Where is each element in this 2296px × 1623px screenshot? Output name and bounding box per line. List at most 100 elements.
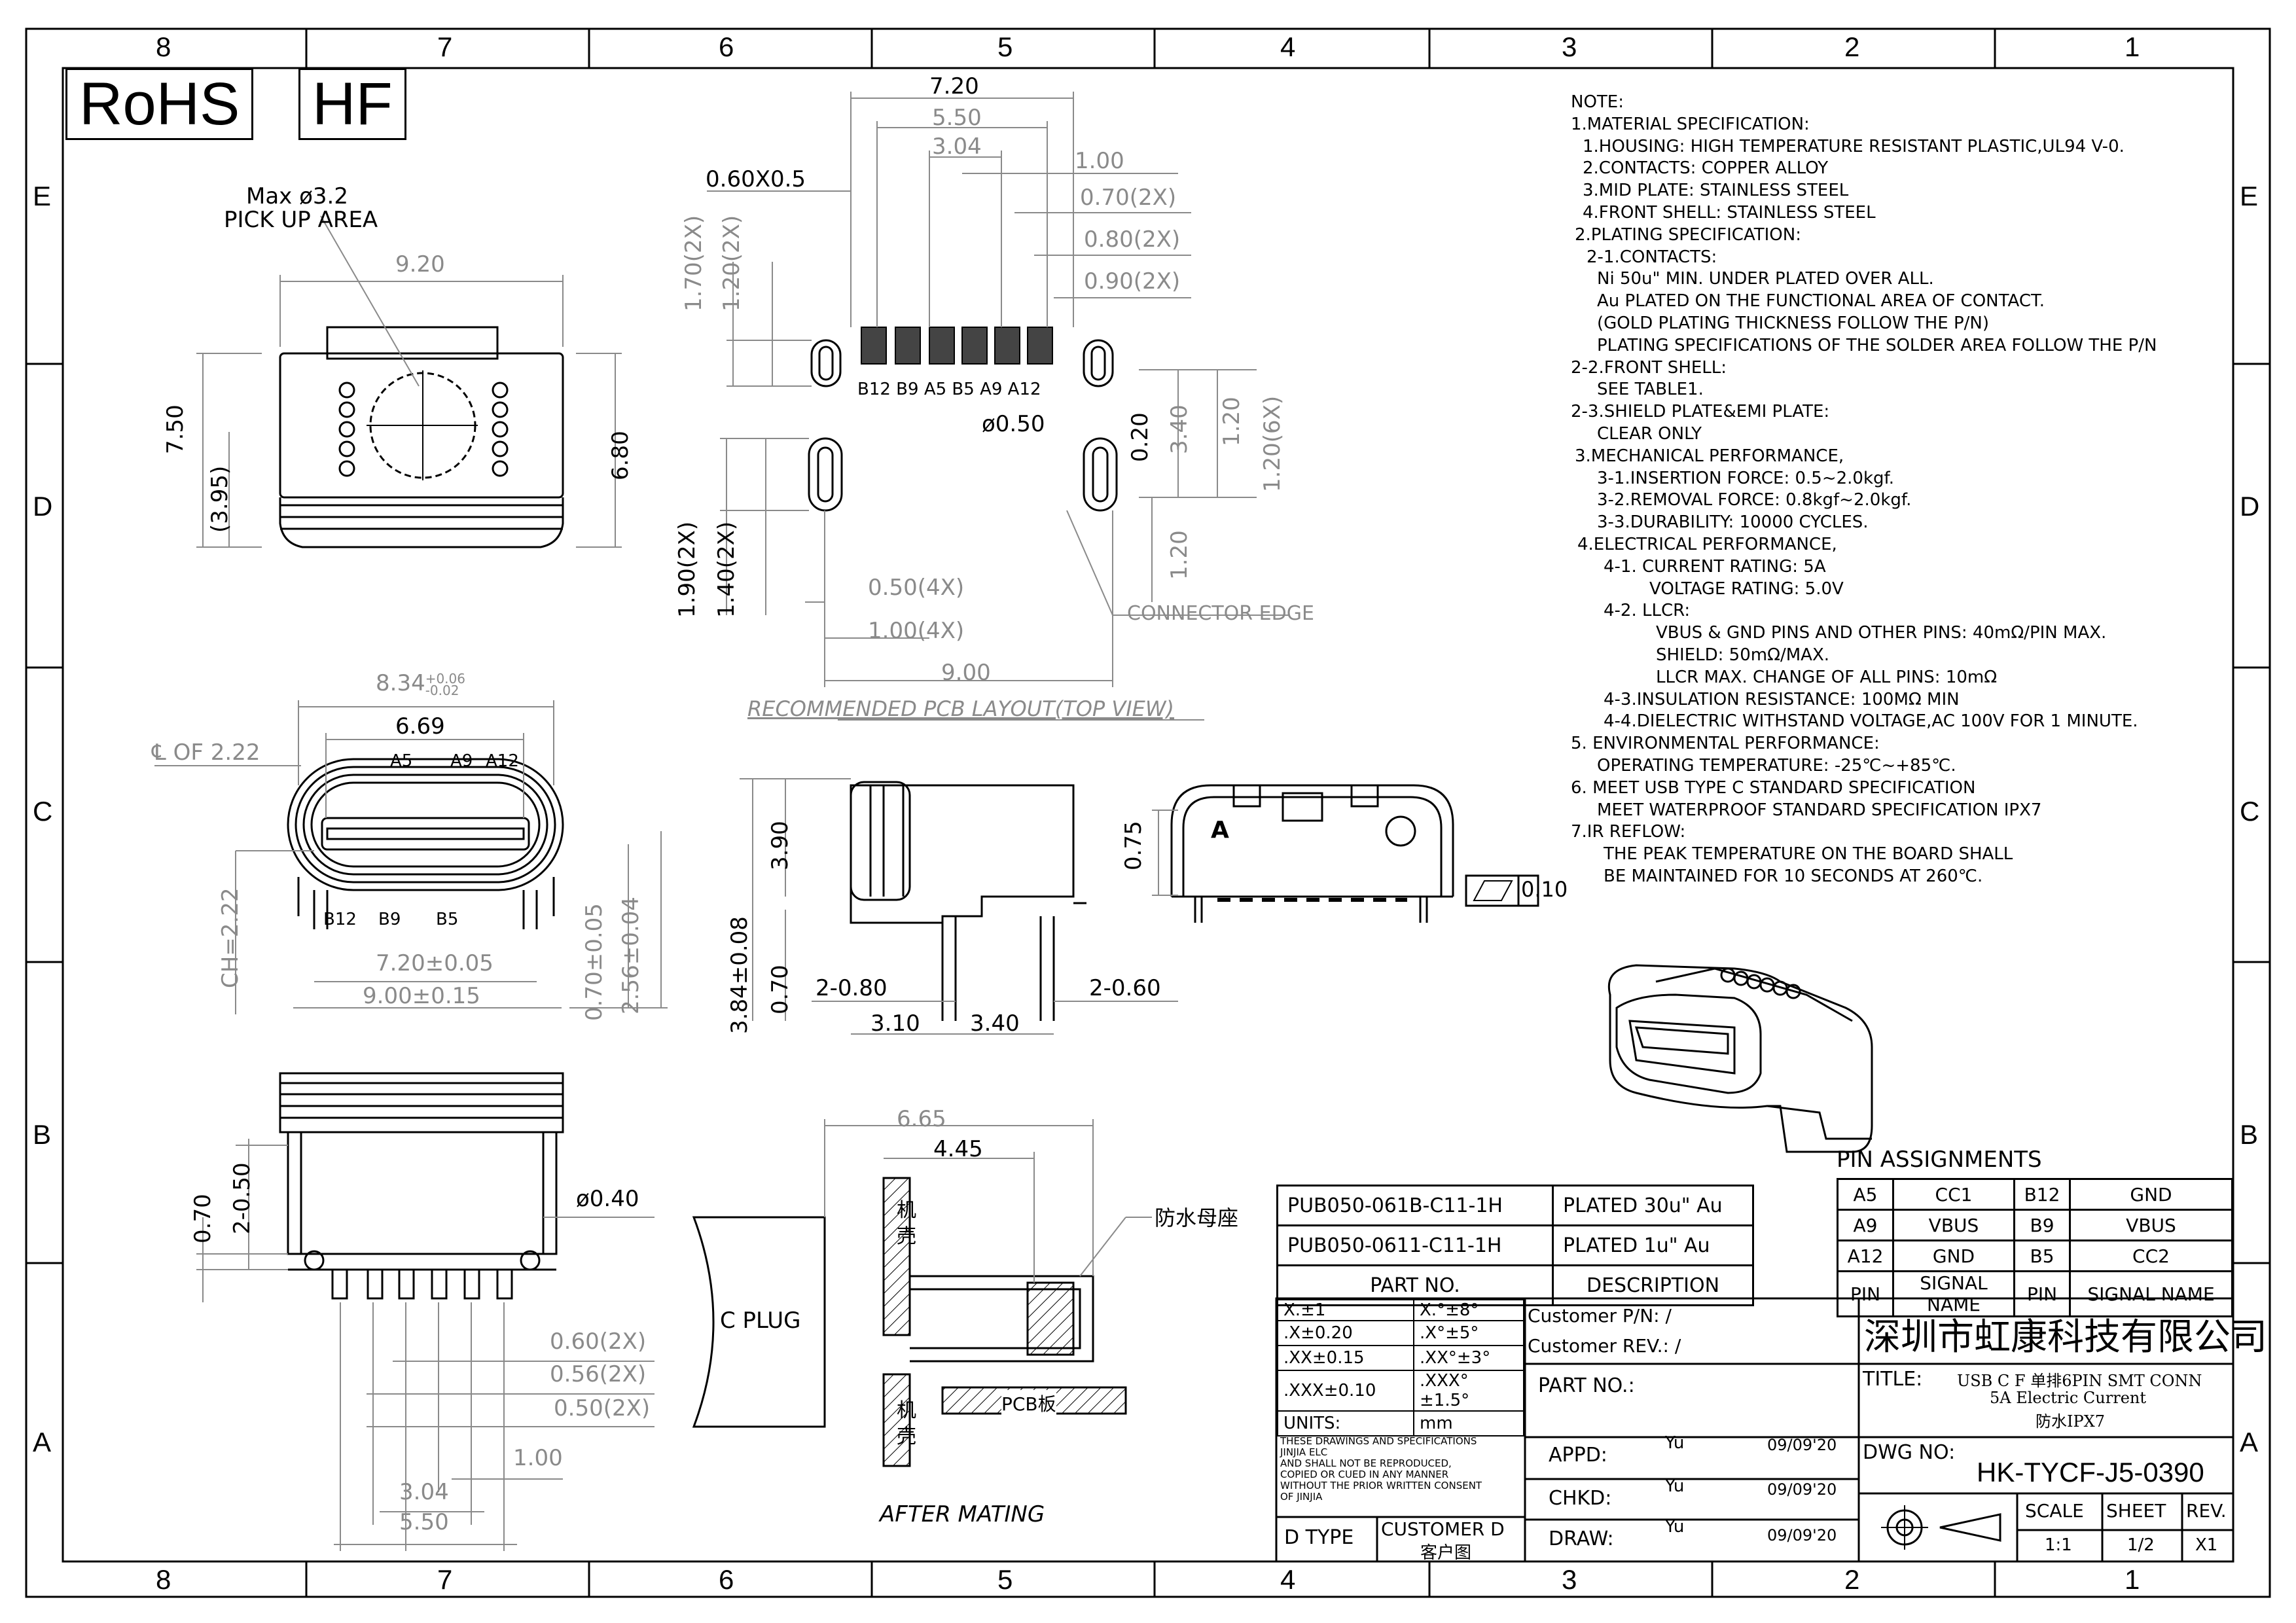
disclaimer: THESE DRAWINGS AND SPECIFICATIONS JINJIA… [1280,1436,1482,1503]
pcb-dim-080: 0.80(2X) [1084,226,1181,253]
note-line: 4.FRONT SHELL: STAINLESS STEEL [1583,202,1876,223]
table-row: .XX±0.15.XX°±3° [1277,1345,1524,1371]
chkd-label: CHKD: [1549,1487,1612,1510]
flatness-value: 0.10 [1521,877,1568,902]
am-pcb: PCB板 [1001,1390,1056,1416]
note-line: 2.CONTACTS: COPPER ALLOY [1583,158,1829,179]
table-row: PUB050-0611-C11-1H PLATED 1u" Au [1276,1224,1754,1266]
note-line: 2-2.FRONT SHELL: [1571,357,1727,378]
note-line: CLEAR ONLY [1597,423,1702,444]
table-cell: VBUS [1892,1209,2015,1241]
side-dim-2-080: 2-0.80 [816,975,888,1001]
table-row: A9 VBUS B9 VBUS [1837,1209,2233,1241]
table-cell: PUB050-0611-C11-1H [1276,1224,1554,1266]
note-line: 3-1.INSERTION FORCE: 0.5~2.0kgf. [1597,468,1895,488]
note-line: 2-1.CONTACTS: [1587,247,1717,267]
table-cell: PLATED 30u" Au [1552,1185,1754,1226]
row-letter: C [2240,796,2260,827]
draw-date: 09/09'20 [1767,1526,1837,1544]
pcb-dim-900: 9.00 [941,660,991,686]
col-number: 5 [997,1564,1013,1595]
table-row: .XXX±0.10.XXX°±1.5° [1277,1370,1524,1412]
bv-dim-100: 1.00 [513,1445,563,1471]
connector-edge-label: CONNECTOR EDGE [1127,602,1314,625]
note-line: VBUS & GND PINS AND OTHER PINS: 40mΩ/PIN… [1656,623,2107,643]
note-line: 4-3.INSULATION RESISTANCE: 100MΩ MIN [1604,689,1960,709]
col-number: 7 [437,31,453,62]
appd-person: Yu [1665,1433,1685,1453]
row-letter: B [2240,1119,2259,1150]
pickup-label-1: Max ø3.2 [246,183,348,209]
bv-dim-056: 0.56(2X) [550,1361,647,1387]
customer-drawing: 客户图 [1420,1543,1472,1563]
table-cell: PIN [2013,1270,2071,1317]
mf-pin-span: 7.20±0.05 [376,950,493,976]
table-cell: .XX°±3° [1413,1345,1524,1371]
col-number: 6 [719,31,734,62]
table-cell: B9 [2013,1209,2071,1241]
note-line: 3-2.REMOVAL FORCE: 0.8kgf~2.0kgf. [1597,490,1912,510]
bv-dim-304: 3.04 [399,1479,449,1505]
title-line: 防水IPX7 [2036,1412,2105,1431]
disclaimer-line: WITHOUT THE PRIOR WRITTEN CONSENT [1280,1480,1482,1491]
row-letter: B [33,1119,52,1150]
rohs-logo: RoHS [65,68,254,140]
bv-dim-060: 0.60(2X) [550,1329,647,1355]
mf-width-tolerance: +0.06-0.02 [425,670,465,697]
am-plug: C PLUG [720,1308,801,1334]
table-cell: VBUS [2069,1209,2233,1241]
pcb-caption: RECOMMENDED PCB LAYOUT(TOP VIEW) [747,696,1175,721]
table-cell: SIGNAL NAME [1892,1270,2015,1317]
company-name: 深圳市虹康科技有限公司 [1864,1316,2267,1359]
table-row: .X±0.20.X°±5° [1277,1320,1524,1346]
table-cell: mm [1413,1410,1524,1436]
pcb-dim-550: 5.50 [932,105,982,131]
col-number: 1 [2125,1564,2140,1595]
note-line: BE MAINTAINED FOR 10 SECONDS AT 260℃. [1604,866,1983,886]
table-cell: B5 [2013,1240,2071,1272]
bv-dim-550: 5.50 [399,1509,449,1535]
appd-date: 09/09'20 [1767,1436,1837,1454]
pcb-dim-050-4x: 0.50(4X) [868,575,965,601]
note-line: NOTE: [1571,92,1624,112]
table-cell: B12 [2013,1178,2071,1211]
bv-dim-050: 0.50(2X) [554,1395,651,1421]
table-row: A12 GND B5 CC2 [1837,1240,2233,1272]
table-cell: CC1 [1892,1178,2015,1211]
row-letter: E [33,181,52,211]
mf-pin-a12: A12 [486,751,519,771]
note-line: SEE TABLE1. [1597,380,1704,400]
chkd-person: Yu [1665,1476,1685,1496]
col-number: 2 [1844,31,1860,62]
pcb-pad-size: 0.60X0.5 [706,166,806,192]
draw-label: DRAW: [1549,1527,1614,1550]
chkd-date: 09/09'20 [1767,1480,1837,1499]
row-letter: A [2240,1427,2259,1457]
note-line: (GOLD PLATING THICKNESS FOLLOW THE P/N) [1597,313,1989,333]
table-cell: CC2 [2069,1240,2233,1272]
sheet-value: 1/2 [2127,1535,2155,1555]
note-line: 4-2. LLCR: [1604,601,1691,621]
mf-tol-plus: +0.06 [425,670,465,687]
am-shell-b: 机壳 [897,1399,916,1448]
part-no-label: PART NO.: [1538,1374,1635,1397]
table-row: PUB050-061B-C11-1H PLATED 30u" Au [1276,1185,1754,1226]
col-number: 4 [1280,1564,1296,1595]
row-letter: D [2240,491,2260,522]
table-cell: .XXX°±1.5° [1413,1370,1524,1412]
disclaimer-line: JINJIA ELC [1280,1446,1328,1458]
note-line: SHIELD: 50mΩ/MAX. [1656,645,1830,665]
scale-value: 1:1 [2045,1535,2072,1555]
table-cell: X.±1 [1277,1299,1414,1321]
row-letter: D [33,491,53,522]
mf-pin-a5: A5 [390,751,413,771]
note-line: 6. MEET USB TYPE C STANDARD SPECIFICATIO… [1571,777,1976,798]
bv-hole: ø0.40 [576,1186,639,1212]
note-line: 7.IR REFLOW: [1571,822,1686,842]
note-line: 5. ENVIRONMENTAL PERFORMANCE: [1571,734,1880,754]
am-dim-445: 4.45 [933,1136,983,1162]
col-number: 8 [156,1564,171,1595]
customer-pn: Customer P/N: / [1528,1305,1672,1327]
